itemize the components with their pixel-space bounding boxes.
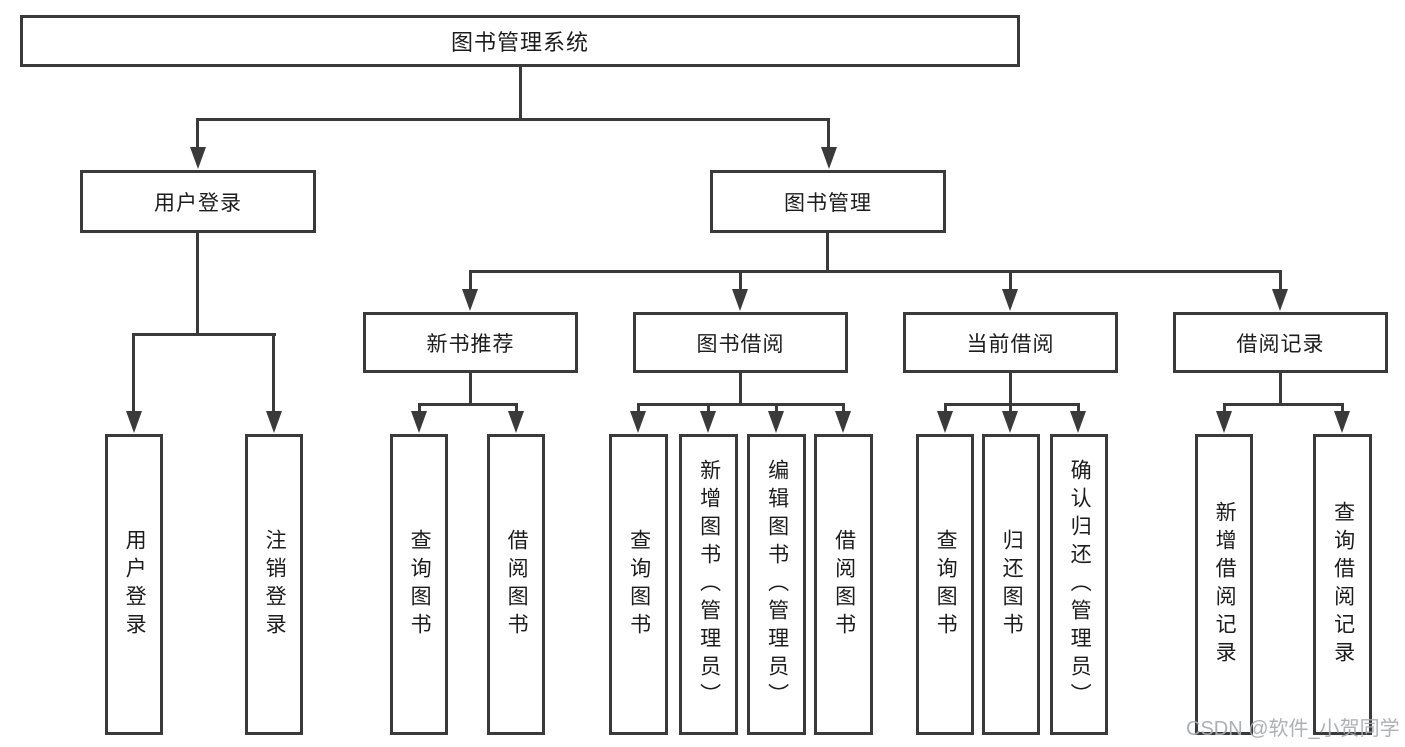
leaf-query-borrow-record: 查询借阅记录 (1313, 434, 1372, 735)
connector-line (1223, 403, 1343, 406)
arrowhead-down (1272, 289, 1288, 311)
node-book-management: 图书管理 (710, 170, 946, 233)
leaf-add-book-admin: 新增图书（管理员） (679, 434, 738, 735)
connector-line (515, 403, 518, 412)
connector-line (637, 403, 640, 412)
connector-line (469, 270, 1282, 273)
arrowhead-down (630, 411, 646, 433)
arrowhead-down (937, 411, 953, 433)
connector-line (1009, 373, 1012, 406)
connector-line (1009, 403, 1012, 412)
arrowhead-down (835, 411, 851, 433)
connector-line (519, 67, 522, 120)
connector-line (418, 403, 518, 406)
connector-line (469, 270, 472, 291)
arrowhead-down (700, 411, 716, 433)
leaf-return-books: 归还图书 (982, 434, 1040, 735)
connector-line (196, 118, 199, 149)
arrowhead-down (768, 411, 784, 433)
leaf-borrow-books-recommend: 借阅图书 (487, 434, 545, 735)
connector-line (132, 333, 276, 336)
arrowhead-down (1334, 411, 1350, 433)
connector-line (469, 373, 472, 406)
arrowhead-down (190, 147, 206, 169)
arrowhead-down (1070, 411, 1086, 433)
node-borrow-records: 借阅记录 (1173, 312, 1388, 373)
arrowhead-down (821, 147, 837, 169)
connector-line (196, 233, 199, 336)
leaf-borrow-books: 借阅图书 (814, 434, 873, 735)
arrowhead-down (1002, 411, 1018, 433)
connector-line (775, 403, 778, 412)
leaf-user-login: 用户登录 (105, 434, 163, 735)
arrowhead-down (732, 289, 748, 311)
leaf-confirm-return-admin: 确认归还（管理员） (1050, 434, 1108, 735)
node-root-library-system: 图书管理系统 (20, 15, 1020, 67)
node-new-book-recommend: 新书推荐 (363, 312, 578, 373)
arrowhead-down (1002, 289, 1018, 311)
leaf-query-books-recommend: 查询图书 (390, 434, 448, 735)
connector-line (707, 403, 710, 412)
csdn-watermark: CSDN @软件_小贺同学 (1186, 718, 1400, 740)
arrowhead-down (462, 289, 478, 311)
connector-line (637, 403, 845, 406)
arrowhead-down (1216, 411, 1232, 433)
arrowhead-down (508, 411, 524, 433)
leaf-query-books-current: 查询图书 (916, 434, 974, 735)
connector-line (272, 333, 275, 412)
node-user-login: 用户登录 (80, 170, 316, 233)
arrowhead-down (411, 411, 427, 433)
connector-line (842, 403, 845, 412)
connector-line (1279, 270, 1282, 291)
connector-line (1223, 403, 1226, 412)
leaf-add-borrow-record: 新增借阅记录 (1195, 434, 1253, 735)
connector-line (826, 233, 829, 273)
connector-line (739, 373, 742, 406)
leaf-logout: 注销登录 (245, 434, 303, 735)
connector-line (418, 403, 421, 412)
connector-line (1009, 270, 1012, 291)
node-current-borrow: 当前借阅 (903, 312, 1118, 373)
arrowhead-down (126, 411, 142, 433)
connector-line (944, 403, 1080, 406)
node-book-borrow: 图书借阅 (633, 312, 848, 373)
connector-line (739, 270, 742, 291)
connector-line (827, 118, 830, 149)
connector-line (196, 118, 830, 121)
connector-line (1279, 373, 1282, 406)
connector-line (1341, 403, 1344, 412)
connector-line (132, 333, 135, 412)
arrowhead-down (266, 411, 282, 433)
leaf-edit-book-admin: 编辑图书（管理员） (747, 434, 806, 735)
connector-line (944, 403, 947, 412)
connector-line (1077, 403, 1080, 412)
leaf-query-books-borrow: 查询图书 (609, 434, 668, 735)
